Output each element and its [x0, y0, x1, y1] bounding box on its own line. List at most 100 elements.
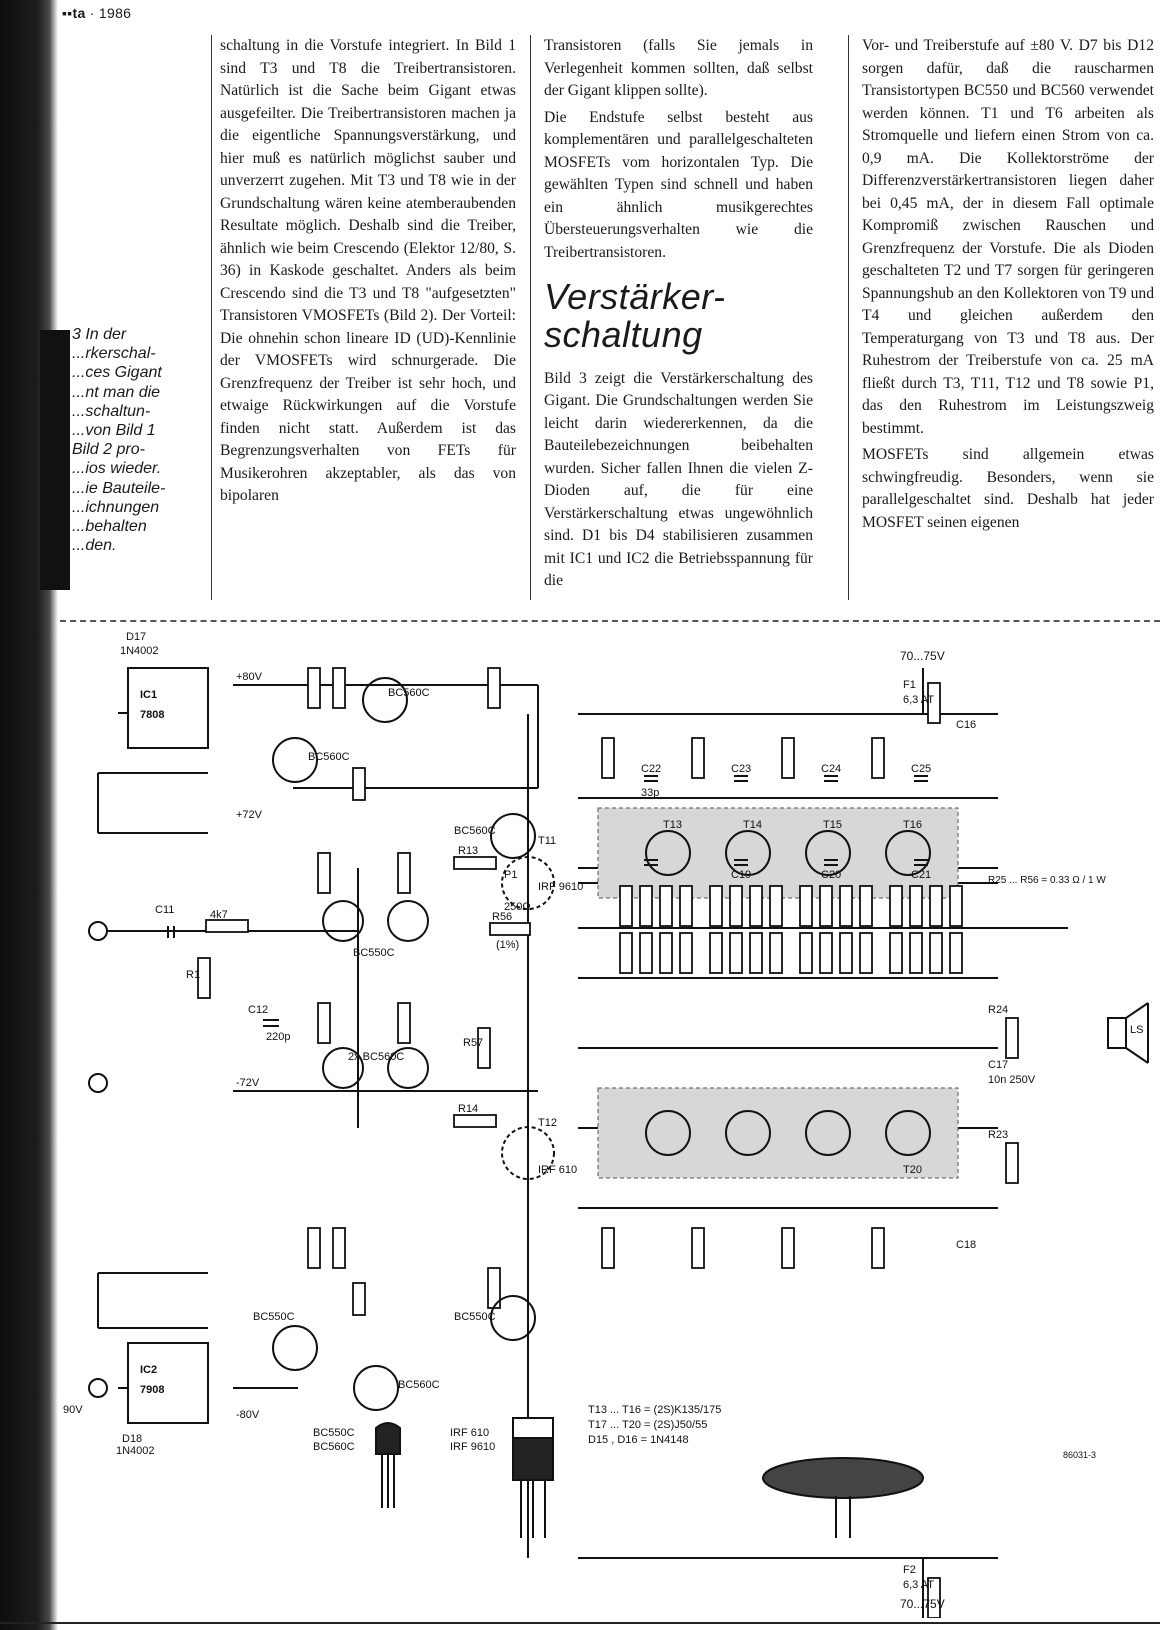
- paragraph: MOSFETs sind allgemein etwas schwingfreu…: [862, 446, 1154, 531]
- text-column-2: Transistoren (falls Sie jemals in Verleg…: [544, 35, 813, 597]
- svg-text:C17: C17: [988, 1059, 1008, 1071]
- svg-text:90V: 90V: [63, 1404, 83, 1416]
- paragraph: Vor- und Treiberstufe auf ±80 V. D7 bis …: [862, 37, 1154, 437]
- text-column-1: schaltung in die Vorstufe integriert. In…: [220, 35, 516, 512]
- svg-text:T11: T11: [538, 835, 556, 847]
- svg-text:2x BC560C: 2x BC560C: [348, 1051, 404, 1063]
- text-column-3: Vor- und Treiberstufe auf ±80 V. D7 bis …: [862, 35, 1154, 538]
- svg-text:R24: R24: [988, 1004, 1008, 1016]
- running-head: ▪▪ta · 1986: [62, 5, 132, 21]
- caption-line: ...nt man die: [72, 383, 161, 401]
- column-rule: [530, 35, 531, 600]
- svg-text:IRF 610: IRF 610: [450, 1427, 489, 1439]
- caption-line: ...schaltun-: [72, 402, 151, 420]
- svg-text:C12: C12: [248, 1004, 268, 1016]
- svg-text:+72V: +72V: [236, 809, 263, 821]
- caption-line: ...den.: [72, 537, 117, 555]
- svg-text:IRF 610: IRF 610: [538, 1164, 577, 1176]
- svg-text:IRF 9610: IRF 9610: [450, 1441, 495, 1453]
- svg-text:T13 ... T16 = (2S)K135/175: T13 ... T16 = (2S)K135/175: [588, 1404, 721, 1416]
- svg-text:F2: F2: [903, 1564, 916, 1576]
- svg-text:D18: D18: [122, 1433, 142, 1445]
- amplifier-schematic: IC1 7808 IC2 7908 D17 1N4002 D18 1N4002 …: [63, 631, 1149, 1618]
- svg-text:C24: C24: [821, 763, 841, 775]
- svg-text:C22: C22: [641, 763, 661, 775]
- caption-line: ...von Bild 1: [72, 421, 156, 439]
- svg-text:-80V: -80V: [236, 1409, 260, 1421]
- svg-text:R13: R13: [458, 845, 478, 857]
- svg-text:10n 250V: 10n 250V: [988, 1074, 1036, 1086]
- svg-text:C25: C25: [911, 763, 931, 775]
- section-heading: Verstärker- schaltung: [544, 276, 726, 355]
- svg-text:P1: P1: [504, 869, 517, 881]
- svg-text:F1: F1: [903, 679, 916, 691]
- caption-line: ...ios wieder.: [72, 460, 162, 478]
- svg-text:BC560C: BC560C: [398, 1379, 440, 1391]
- svg-text:6,3 AT: 6,3 AT: [903, 1579, 934, 1591]
- svg-text:T17 ... T20 = (2S)J50/55: T17 ... T20 = (2S)J50/55: [588, 1419, 707, 1431]
- paragraph: Die Endstufe selbst besteht aus kompleme…: [544, 108, 813, 261]
- svg-text:IC1: IC1: [140, 689, 157, 701]
- svg-text:D17: D17: [126, 631, 146, 643]
- figure-caption: 3 In der ...rkerschal- ...ces Gigant ...…: [72, 325, 197, 555]
- svg-text:IC2: IC2: [140, 1364, 157, 1376]
- column-rule: [848, 35, 849, 600]
- caption-line: ...rkerschal-: [72, 345, 156, 363]
- svg-text:7808: 7808: [140, 709, 164, 721]
- svg-text:1N4002: 1N4002: [116, 1445, 155, 1457]
- svg-text:-72V: -72V: [236, 1077, 260, 1089]
- svg-text:R56: R56: [492, 911, 512, 923]
- caption-line: ...ichnungen: [72, 498, 160, 516]
- svg-text:D15 , D16 = 1N4148: D15 , D16 = 1N4148: [588, 1434, 689, 1446]
- svg-text:C23: C23: [731, 763, 751, 775]
- caption-line: ...ces Gigant: [72, 364, 162, 382]
- scan-dark-edge: [0, 0, 58, 1630]
- svg-text:4k7: 4k7: [210, 909, 228, 921]
- column-rule: [211, 35, 212, 600]
- svg-text:R57: R57: [463, 1037, 483, 1049]
- svg-text:C19: C19: [731, 869, 751, 881]
- svg-text:R25 ... R56 = 0.33 Ω / 1 W: R25 ... R56 = 0.33 Ω / 1 W: [988, 875, 1106, 886]
- svg-text:220p: 220p: [266, 1031, 290, 1043]
- svg-text:33p: 33p: [641, 787, 659, 799]
- svg-text:86031-3: 86031-3: [1063, 1450, 1096, 1460]
- svg-text:R1: R1: [186, 969, 200, 981]
- svg-text:1N4002: 1N4002: [120, 645, 159, 657]
- svg-text:70...75V: 70...75V: [900, 1597, 945, 1611]
- scan-edge-notch: [40, 330, 70, 590]
- svg-text:R14: R14: [458, 1103, 478, 1115]
- paragraph: Transistoren (falls Sie jemals in Verleg…: [544, 37, 813, 99]
- svg-text:BC550C: BC550C: [454, 1311, 496, 1323]
- svg-text:BC560C: BC560C: [313, 1441, 355, 1453]
- svg-text:(1%): (1%): [496, 939, 519, 951]
- svg-text:T15: T15: [823, 819, 842, 831]
- svg-text:70...75V: 70...75V: [900, 649, 945, 663]
- svg-text:IRF 9610: IRF 9610: [538, 881, 583, 893]
- svg-text:BC560C: BC560C: [454, 825, 496, 837]
- svg-text:C20: C20: [821, 869, 841, 881]
- svg-text:BC560C: BC560C: [388, 687, 430, 699]
- svg-text:7908: 7908: [140, 1384, 164, 1396]
- svg-text:T16: T16: [903, 819, 922, 831]
- caption-line: 3 In der: [72, 326, 127, 343]
- caption-line: Bild 2 pro-: [72, 441, 145, 459]
- svg-text:T13: T13: [663, 819, 682, 831]
- svg-text:BC550C: BC550C: [353, 947, 395, 959]
- paragraph: Bild 3 zeigt die Verstärkerschaltung des…: [544, 369, 813, 590]
- caption-line: ...behalten: [72, 517, 147, 535]
- svg-text:C21: C21: [911, 869, 931, 881]
- svg-text:T14: T14: [743, 819, 762, 831]
- svg-text:+80V: +80V: [236, 671, 263, 683]
- svg-text:C18: C18: [956, 1239, 976, 1251]
- svg-text:R23: R23: [988, 1129, 1008, 1141]
- svg-text:BC550C: BC550C: [253, 1311, 295, 1323]
- svg-text:C11: C11: [155, 904, 174, 916]
- caption-line: ...ie Bauteile-: [72, 479, 166, 497]
- paragraph: schaltung in die Vorstufe integriert. In…: [220, 37, 516, 504]
- svg-text:LS: LS: [1130, 1024, 1143, 1036]
- svg-text:BC560C: BC560C: [308, 751, 350, 763]
- svg-text:BC550C: BC550C: [313, 1427, 355, 1439]
- svg-text:T12: T12: [538, 1117, 557, 1129]
- svg-text:C16: C16: [956, 719, 976, 731]
- page-bottom-rule: [0, 1622, 1160, 1624]
